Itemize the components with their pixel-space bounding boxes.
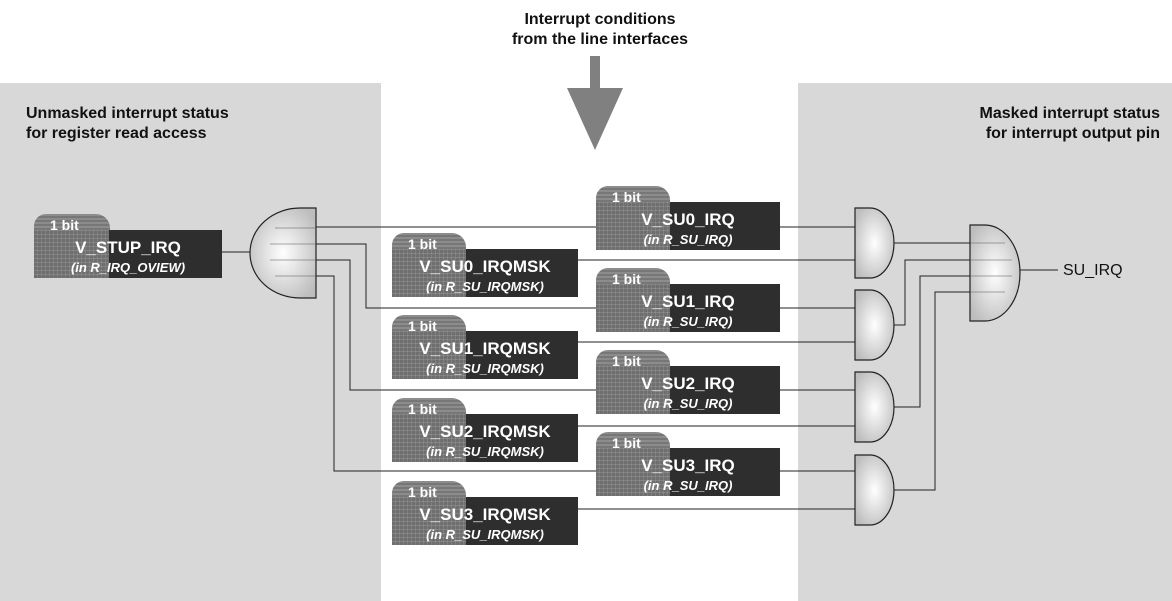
register-name: V_STUP_IRQ bbox=[75, 238, 181, 257]
register-location: (in R_IRQ_OVIEW) bbox=[70, 260, 186, 275]
or-gate bbox=[969, 224, 1021, 322]
register-name: V_SU1_IRQ bbox=[641, 292, 735, 311]
register-bits: 1 bit bbox=[50, 217, 79, 233]
register-bits: 1 bit bbox=[408, 236, 437, 252]
register-bits: 1 bit bbox=[408, 401, 437, 417]
register-location: (in R_SU_IRQ) bbox=[643, 396, 733, 411]
input-arrow-icon bbox=[567, 56, 623, 150]
register-name: V_SU3_IRQMSK bbox=[419, 505, 551, 524]
and-gate-su2 bbox=[854, 371, 895, 443]
register-v-su0-irqmsk: 1 bit V_SU0_IRQMSK (in R_SU_IRQMSK) bbox=[392, 233, 578, 299]
register-v-su0-irq: 1 bit V_SU0_IRQ (in R_SU_IRQ) bbox=[596, 186, 780, 252]
register-v-su3-irq: 1 bit V_SU3_IRQ (in R_SU_IRQ) bbox=[596, 432, 780, 498]
unmasked-status-panel bbox=[0, 83, 381, 601]
register-v-stup-irq: 1 bit V_STUP_IRQ (in R_IRQ_OVIEW) bbox=[34, 214, 222, 280]
register-name: V_SU0_IRQ bbox=[641, 210, 735, 229]
register-location: (in R_SU_IRQ) bbox=[643, 232, 733, 247]
interrupt-conditions-label: Interrupt conditions from the line inter… bbox=[511, 11, 689, 48]
register-location: (in R_SU_IRQ) bbox=[643, 314, 733, 329]
register-location: (in R_SU_IRQMSK) bbox=[426, 444, 544, 459]
register-location: (in R_SU_IRQMSK) bbox=[426, 361, 544, 376]
register-bits: 1 bit bbox=[408, 318, 437, 334]
and-gate-su3 bbox=[854, 454, 895, 526]
fanout-gate bbox=[249, 207, 317, 299]
register-location: (in R_SU_IRQMSK) bbox=[426, 279, 544, 294]
register-v-su3-irqmsk: 1 bit V_SU3_IRQMSK (in R_SU_IRQMSK) bbox=[392, 481, 578, 547]
register-name: V_SU2_IRQ bbox=[641, 374, 735, 393]
register-name: V_SU2_IRQMSK bbox=[419, 422, 551, 441]
register-location: (in R_SU_IRQMSK) bbox=[426, 527, 544, 542]
register-name: V_SU0_IRQMSK bbox=[419, 257, 551, 276]
left-panel-title: Unmasked interrupt status for register r… bbox=[26, 105, 229, 142]
register-bits: 1 bit bbox=[612, 353, 641, 369]
register-name: V_SU1_IRQMSK bbox=[419, 339, 551, 358]
register-bits: 1 bit bbox=[612, 435, 641, 451]
register-name: V_SU3_IRQ bbox=[641, 456, 735, 475]
register-v-su2-irq: 1 bit V_SU2_IRQ (in R_SU_IRQ) bbox=[596, 350, 780, 416]
and-gate-su0 bbox=[854, 207, 895, 279]
right-panel-title: Masked interrupt status for interrupt ou… bbox=[979, 105, 1160, 142]
register-bits: 1 bit bbox=[612, 271, 641, 287]
register-bits: 1 bit bbox=[408, 484, 437, 500]
register-bits: 1 bit bbox=[612, 189, 641, 205]
register-v-su1-irqmsk: 1 bit V_SU1_IRQMSK (in R_SU_IRQMSK) bbox=[392, 315, 578, 381]
register-location: (in R_SU_IRQ) bbox=[643, 478, 733, 493]
output-pin-label: SU_IRQ bbox=[1063, 262, 1123, 279]
register-v-su2-irqmsk: 1 bit V_SU2_IRQMSK (in R_SU_IRQMSK) bbox=[392, 398, 578, 464]
and-gate-su1 bbox=[854, 289, 895, 361]
wires bbox=[222, 226, 1058, 510]
register-v-su1-irq: 1 bit V_SU1_IRQ (in R_SU_IRQ) bbox=[596, 268, 780, 334]
